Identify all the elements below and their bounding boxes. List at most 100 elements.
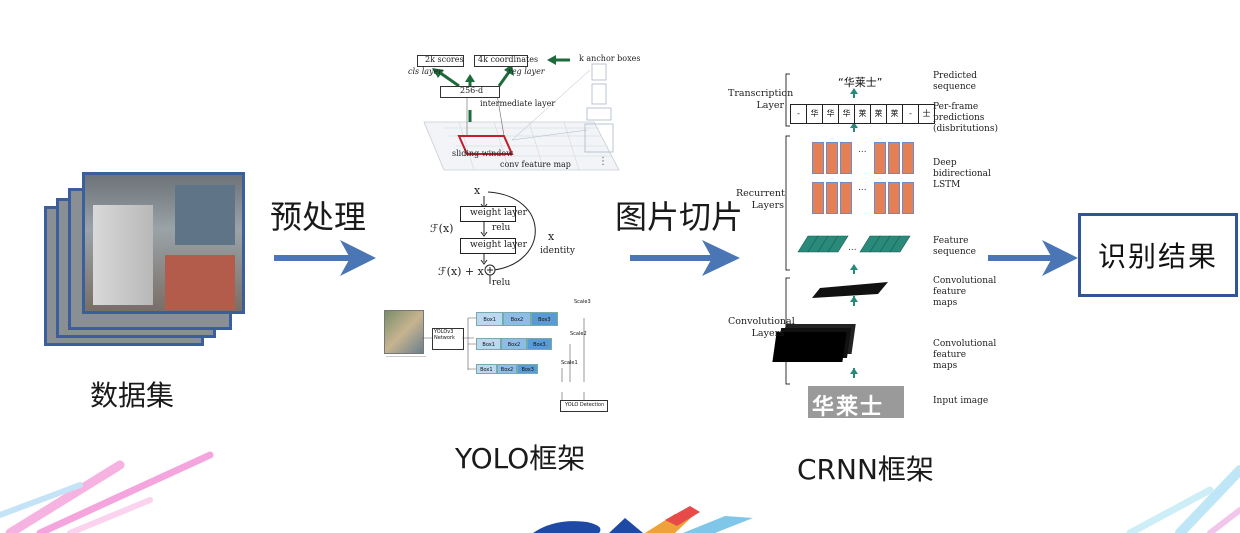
dataset-label: 数据集 <box>90 379 175 412</box>
arrow-preprocess <box>274 240 376 276</box>
frame-cell: 莱 <box>871 105 887 123</box>
yolo-scale1: Scale1 <box>561 360 578 366</box>
lstm-cell <box>826 142 838 174</box>
crnn-per-frame: Per-frame predictions (disbritutions) <box>933 102 998 134</box>
lstm-grid <box>812 142 914 222</box>
resnet-sum: ℱ(x) + x <box>438 265 484 278</box>
crnn-feature-seq: Feature sequence <box>933 236 976 257</box>
resnet-weight1-box <box>460 206 516 222</box>
rpn-coords-box <box>474 55 528 67</box>
decor-right-streaks <box>1126 465 1240 533</box>
arrow-slicing <box>630 240 740 276</box>
dataset-photo-1 <box>82 172 245 314</box>
crnn-conv-maps2: Convolutional feature maps <box>933 339 997 371</box>
yolo-caption: YOLO框架 <box>455 442 586 475</box>
lstm-cell <box>902 182 914 214</box>
yolo-row-1: Box1 Box2 Box3 <box>476 364 539 374</box>
yolo-detection: YOLO Detection <box>565 402 605 408</box>
frame-cell: 华 <box>807 105 823 123</box>
lstm-cell <box>888 182 900 214</box>
frame-cell: - <box>903 105 919 123</box>
lstm-cell <box>874 182 886 214</box>
svg-text:...: ... <box>542 341 548 348</box>
slicing-label: 图片切片 <box>615 198 744 236</box>
rpn-anchors: k anchor boxes <box>579 54 641 63</box>
yolo-network: YOLOv3 Network <box>434 329 455 341</box>
resnet-weight2-box <box>460 238 516 254</box>
resnet-x-top: x <box>474 184 481 197</box>
yolo-detection-box <box>560 400 608 412</box>
rpn-cls: cls layer <box>408 67 443 76</box>
rpn-dim: 256-d <box>460 86 484 95</box>
lstm-cell <box>812 182 824 214</box>
frame-cell: 华 <box>839 105 855 123</box>
rpn-256-box <box>440 86 500 98</box>
frame-cell: 士 <box>922 109 931 118</box>
svg-text:...: ... <box>858 183 867 193</box>
crnn-deep-lstm: Deep bidirectional LSTM <box>933 158 991 190</box>
frame-cell: 华 <box>823 105 839 123</box>
rpn-intermediate: intermediate layer <box>480 99 556 108</box>
yolo-row1-box3: Box3 <box>517 364 539 374</box>
arrow-result <box>988 240 1078 276</box>
crnn-structure: ... ... ... <box>772 73 911 418</box>
crnn-recurrent: Recurrent Layers <box>736 188 785 211</box>
yolo-row1-box2: Box2 <box>496 364 518 374</box>
yolo-mini-diagram: YOLOv3 Network Box1 Box2 Box3 Box1 Box2 … <box>384 298 620 416</box>
resnet-weight2: weight layer <box>470 240 527 250</box>
resnet-fx: ℱ(x) <box>430 222 454 235</box>
yolo-row2-box2: Box2 <box>501 338 527 350</box>
rpn-sliding: sliding window <box>452 149 514 158</box>
yolo-lines: ... <box>422 317 585 400</box>
resnet-x-side: x <box>548 230 555 243</box>
rpn-scores: 2k scores <box>425 55 464 64</box>
resnet-relu2: relu <box>492 278 511 288</box>
rpn-lines: ⋮ <box>423 55 620 171</box>
lstm-cell <box>888 142 900 174</box>
per-frame-row: - 华 华 华 莱 莱 莱 - 士 <box>790 104 935 124</box>
yolo-legend <box>386 356 426 377</box>
yolo-row3-box3: Box3 <box>530 312 558 326</box>
result-box: 识别结果 <box>1078 213 1238 297</box>
resnet-diagram: x weight layer relu weight layer ℱ(x) x … <box>420 182 610 292</box>
crnn-conv-maps1: Convolutional feature maps <box>933 276 997 308</box>
frame-cell: 莱 <box>855 105 871 123</box>
crnn-prediction: “华莱士” <box>838 76 883 89</box>
photo-sign <box>93 205 153 305</box>
crnn-input-label: Input image <box>933 396 989 406</box>
photo-window <box>175 185 235 245</box>
lstm-cell <box>840 142 852 174</box>
svg-text:⋮: ⋮ <box>598 156 608 167</box>
frame-cell: - <box>791 105 807 123</box>
decor-left-streaks <box>0 451 214 533</box>
lstm-cell <box>826 182 838 214</box>
resnet-relu1: relu <box>492 223 511 233</box>
yolo-row2-box1: Box1 <box>476 338 502 350</box>
rpn-coords: 4k coordinates <box>478 55 539 64</box>
result-label: 识别结果 <box>1097 240 1218 273</box>
resnet-identity: identity <box>540 246 575 256</box>
rpn-scores-box <box>417 55 464 67</box>
crnn-convolutional: Convolutional Layers <box>728 316 795 339</box>
yolo-row3-box1: Box1 <box>476 312 504 326</box>
crnn-predicted-seq: Predicted sequence <box>933 71 978 92</box>
decor-bottom-logo <box>533 506 753 533</box>
yolo-row1-box1: Box1 <box>476 364 497 374</box>
yolo-row3-box2: Box2 <box>503 312 531 326</box>
svg-text:...: ... <box>858 145 867 155</box>
lstm-cell <box>874 142 886 174</box>
lstm-cell <box>840 182 852 214</box>
resnet-weight1: weight layer <box>470 208 527 218</box>
yolo-scale2: Scale2 <box>570 331 587 337</box>
yolo-network-box <box>432 328 464 350</box>
dataset-stack <box>44 172 249 352</box>
yolo-row2-box3: Box3 <box>526 338 552 350</box>
yolo-scale3: Scale3 <box>574 299 591 305</box>
lstm-cell <box>812 142 824 174</box>
photo-counter <box>165 255 235 310</box>
rpn-reg: reg layer <box>508 67 545 76</box>
crnn-caption: CRNN框架 <box>797 453 934 486</box>
yolo-row-3: Box1 Box2 Box3 <box>476 312 558 326</box>
yolo-input-image <box>384 310 424 354</box>
rpn-diagram: ⋮ 2k scores 4k coordinates k anchor boxe… <box>404 50 640 175</box>
